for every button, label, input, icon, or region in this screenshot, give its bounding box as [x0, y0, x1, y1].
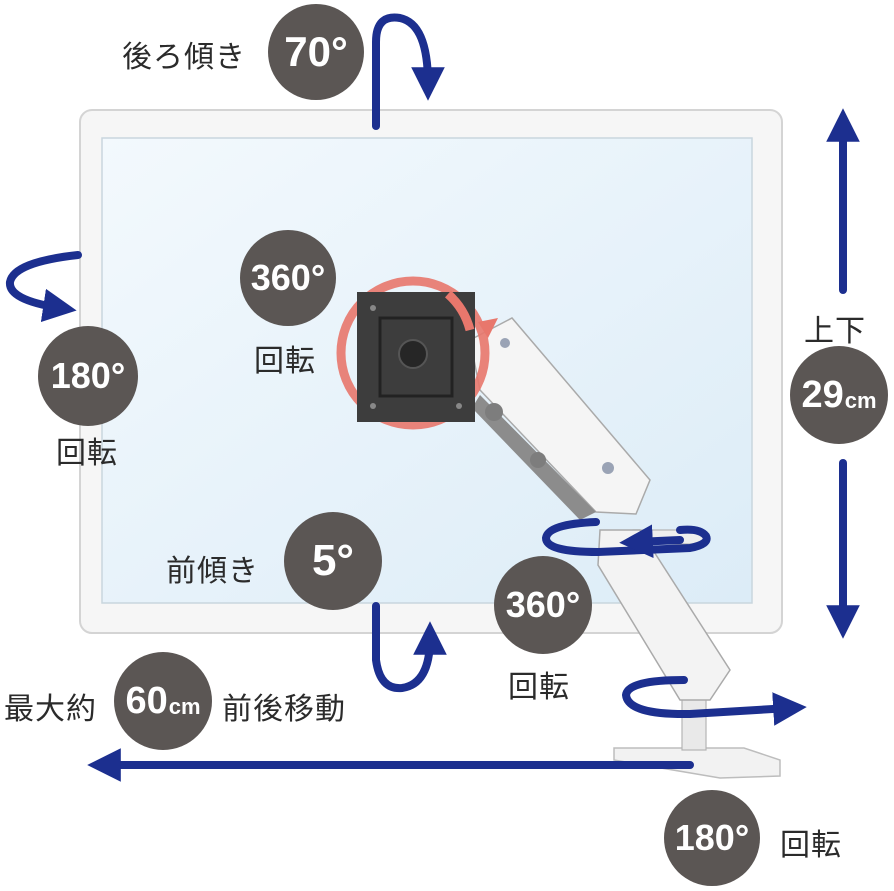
arm-rotation-badge: 360° [494, 556, 592, 654]
left-rotation-badge: 180° [38, 326, 138, 426]
left-rotation-arrow [6, 251, 82, 323]
base-rotation-arrow [621, 676, 807, 726]
base-rotation-value: 180° [674, 817, 750, 858]
vesa-rotation-value: 360° [250, 257, 326, 298]
arm-rotation-label: 回転 [508, 670, 570, 705]
back-tilt-value: 70° [284, 28, 348, 75]
depth-prefix: 最大約 [4, 692, 97, 727]
depth-unit: cm [168, 694, 201, 719]
vertical-value: 29 [801, 373, 844, 416]
arm-rotation-value: 360° [505, 584, 581, 625]
direction-arrows [6, 13, 860, 782]
arm-illustration [469, 317, 731, 701]
forward-tilt-value: 5° [311, 536, 355, 585]
back-tilt-label: 後ろ傾き [122, 40, 246, 75]
left-rotation-label: 回転 [56, 436, 118, 471]
vertical-label: 上下 [804, 314, 866, 349]
base-rotation-badge: 180° [664, 790, 760, 886]
forward-tilt-arrow [372, 602, 447, 693]
vesa-mount-illustration [336, 276, 498, 430]
depth-value: 60 [125, 679, 168, 722]
back-tilt-arrow [372, 13, 445, 130]
back-tilt-badge: 70° [268, 4, 364, 100]
forward-tilt-badge: 5° [284, 512, 382, 610]
forward-tilt-label: 前傾き [166, 554, 259, 589]
depth-suffix: 前後移動 [222, 692, 346, 727]
base-rotation-label: 回転 [780, 828, 842, 863]
vertical-unit: cm [844, 388, 877, 413]
vesa-rotation-badge: 360° [240, 230, 336, 326]
left-rotation-value: 180° [50, 355, 126, 396]
vesa-rotation-label: 回転 [254, 344, 316, 379]
rotation-ring [336, 276, 490, 430]
